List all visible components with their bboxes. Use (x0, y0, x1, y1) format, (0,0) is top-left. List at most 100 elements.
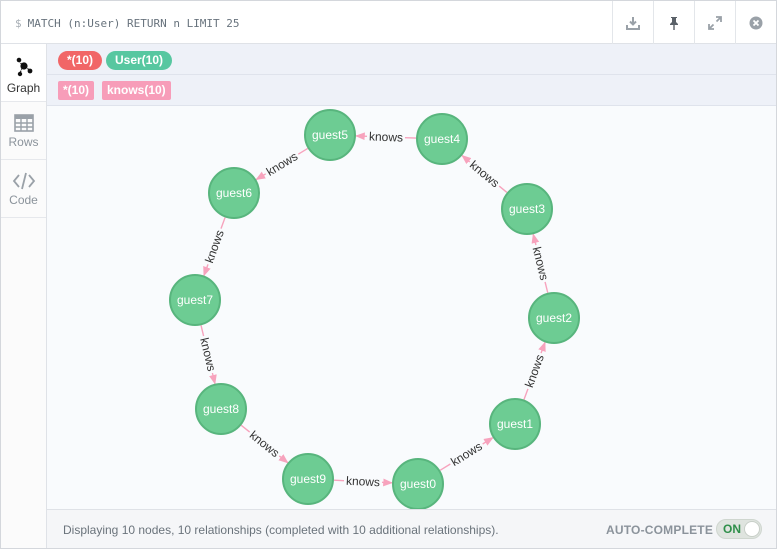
edge-line (523, 388, 529, 400)
toggle-on-text: ON (723, 522, 741, 536)
node-guest7[interactable]: guest7 (169, 274, 221, 326)
query-string: MATCH (n:User) RETURN n LIMIT 25 (27, 17, 240, 30)
edge-arrow (278, 454, 289, 464)
download-button[interactable] (612, 1, 653, 44)
sidebar-label-code: Code (9, 193, 38, 207)
node-circle[interactable] (528, 292, 580, 344)
rel-knows-tag[interactable]: knows(10) (102, 81, 171, 100)
autocomplete-label: AUTO-COMPLETE (606, 523, 714, 537)
edge-arrow (461, 154, 472, 165)
edge-arrow (209, 372, 217, 385)
graph-canvas[interactable]: knows knows knows knows knows knows knows knows… (47, 106, 776, 510)
node-guest5[interactable]: guest5 (304, 109, 356, 161)
node-caption: guest4 (424, 132, 460, 146)
edge-line (200, 325, 205, 337)
expand-button[interactable] (694, 1, 735, 44)
node-guest8[interactable]: guest8 (195, 383, 247, 435)
sidebar-label-rows: Rows (8, 135, 39, 149)
sidebar-item-rows[interactable]: Rows (1, 102, 46, 160)
edge-label: knows (522, 353, 547, 390)
edge-label: knows (247, 428, 282, 460)
node-circle[interactable] (416, 113, 468, 165)
node-circle[interactable] (304, 109, 356, 161)
toggle-knob (744, 521, 760, 537)
edge-guest3-guest4[interactable]: knows (461, 154, 508, 194)
node-guest1[interactable]: guest1 (489, 398, 541, 450)
code-icon (12, 172, 35, 190)
node-caption: guest0 (400, 477, 436, 491)
pin-icon (670, 16, 678, 30)
edge-label: knows (369, 129, 403, 144)
node-caption: guest7 (177, 293, 213, 307)
query-text[interactable]: $ MATCH (n:User) RETURN n LIMIT 25 (15, 17, 240, 30)
node-guest2[interactable]: guest2 (528, 292, 580, 344)
node-circle[interactable] (282, 453, 334, 505)
download-icon (626, 16, 640, 30)
edge-label: knows (346, 474, 381, 490)
edge-line (544, 281, 549, 293)
rel-all-tag[interactable]: *(10) (58, 81, 95, 100)
query-bar: $ MATCH (n:User) RETURN n LIMIT 25 (1, 1, 776, 44)
sidebar-label-graph: Graph (6, 81, 41, 95)
node-circle[interactable] (489, 398, 541, 450)
node-circle[interactable] (501, 183, 553, 235)
graph-icon (16, 57, 32, 77)
edge-arrow (203, 264, 211, 277)
status-text: Displaying 10 nodes, 10 relationships (c… (63, 523, 499, 537)
graph-svg[interactable]: knows knows knows knows knows knows knows knows… (47, 106, 776, 510)
edge-arrow (255, 171, 267, 181)
node-guest6[interactable]: guest6 (208, 167, 260, 219)
edge-arrow (482, 437, 494, 446)
result-footer: Displaying 10 nodes, 10 relationships (c… (47, 509, 776, 548)
edge-label: knows (197, 336, 219, 372)
edge-guest4-guest5[interactable]: knows (355, 129, 417, 145)
node-circle[interactable] (169, 274, 221, 326)
sidebar-item-graph[interactable]: Graph (1, 44, 46, 102)
pin-button[interactable] (653, 1, 694, 44)
node-guest9[interactable]: guest9 (282, 453, 334, 505)
edge-line (297, 147, 309, 155)
node-caption: guest8 (203, 402, 239, 416)
node-caption: guest1 (497, 417, 533, 431)
edge-guest0-guest1[interactable]: knows (439, 437, 494, 471)
edge-arrow (531, 233, 540, 246)
node-guest0[interactable]: guest0 (392, 458, 444, 510)
prompt-symbol: $ (15, 17, 22, 30)
table-icon (13, 114, 34, 132)
edge-guest1-guest2[interactable]: knows (522, 341, 547, 400)
edge-line (439, 463, 451, 471)
node-caption: guest5 (312, 128, 348, 142)
node-caption: guest3 (509, 202, 545, 216)
edge-guest5-guest6[interactable]: knows (255, 147, 309, 181)
edge-label: knows (448, 439, 484, 469)
edge-line (220, 217, 226, 229)
node-circle[interactable] (195, 383, 247, 435)
edge-guest2-guest3[interactable]: knows (530, 233, 552, 293)
edge-line (240, 424, 251, 433)
sidebar-item-code[interactable]: Code (1, 160, 46, 218)
edge-label: knows (202, 228, 227, 265)
relationship-legend: *(10) knows(10) (47, 75, 776, 106)
edge-guest8-guest9[interactable]: knows (240, 424, 289, 464)
close-button[interactable] (735, 1, 776, 44)
edge-label: knows (264, 149, 300, 179)
edge-label: knows (467, 158, 502, 190)
edge-guest9-guest0[interactable]: knows (333, 474, 394, 490)
node-guest4[interactable]: guest4 (416, 113, 468, 165)
edge-arrow (538, 341, 546, 354)
autocomplete-toggle[interactable]: ON (716, 519, 762, 539)
edge-label: knows (530, 245, 552, 281)
node-caption: guest2 (536, 311, 572, 325)
edge-guest7-guest8[interactable]: knows (197, 325, 219, 385)
label-user-pill[interactable]: User(10) (106, 51, 173, 70)
edge-guest6-guest7[interactable]: knows (202, 217, 227, 277)
node-caption: guest6 (216, 186, 252, 200)
edge-line (498, 185, 508, 194)
node-guest3[interactable]: guest3 (501, 183, 553, 235)
expand-icon (708, 15, 722, 30)
view-sidebar: Graph Rows Code (1, 44, 47, 548)
node-label-legend: *(10) User(10) (47, 44, 776, 75)
node-circle[interactable] (208, 167, 260, 219)
close-circle-icon (749, 16, 763, 29)
label-all-pill[interactable]: *(10) (58, 51, 103, 70)
